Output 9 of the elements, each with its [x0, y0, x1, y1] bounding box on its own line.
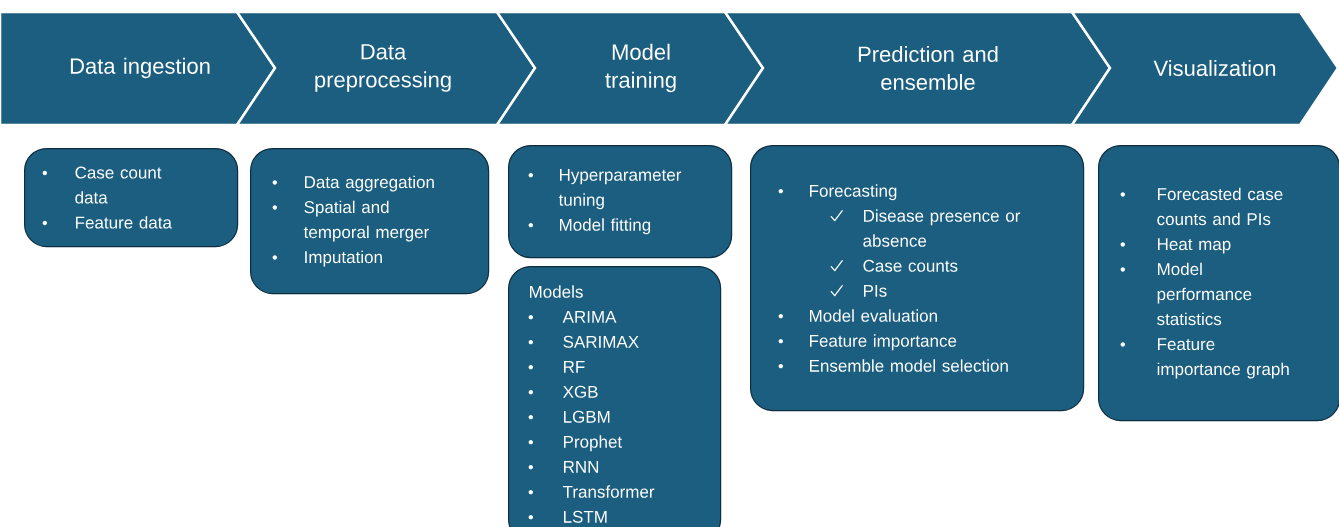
- chevron-step: Visualization: [1069, 10, 1339, 127]
- list-box: Forecasting Disease presence or absence Case counts PIs Model evaluation Feature importance Ensemble model selection: [750, 145, 1085, 412]
- chevron-step: Data ingestion: [0, 10, 277, 127]
- list-box: Hyperparameter tuning Model fitting: [508, 145, 733, 259]
- list-box: Models ARIMA SARIMAX RF XGB LGBM Prophet RNN Transformer LSTM: [508, 266, 722, 527]
- list-box: Case count data Feature data: [24, 148, 239, 248]
- chevron-step: Model training: [494, 10, 765, 127]
- list-box: Data aggregation Spatial and temporal merger Imputation: [250, 148, 490, 295]
- list-box: Forecasted case counts and PIs Heat map Model performance statistics Feature importance graph: [1098, 145, 1339, 422]
